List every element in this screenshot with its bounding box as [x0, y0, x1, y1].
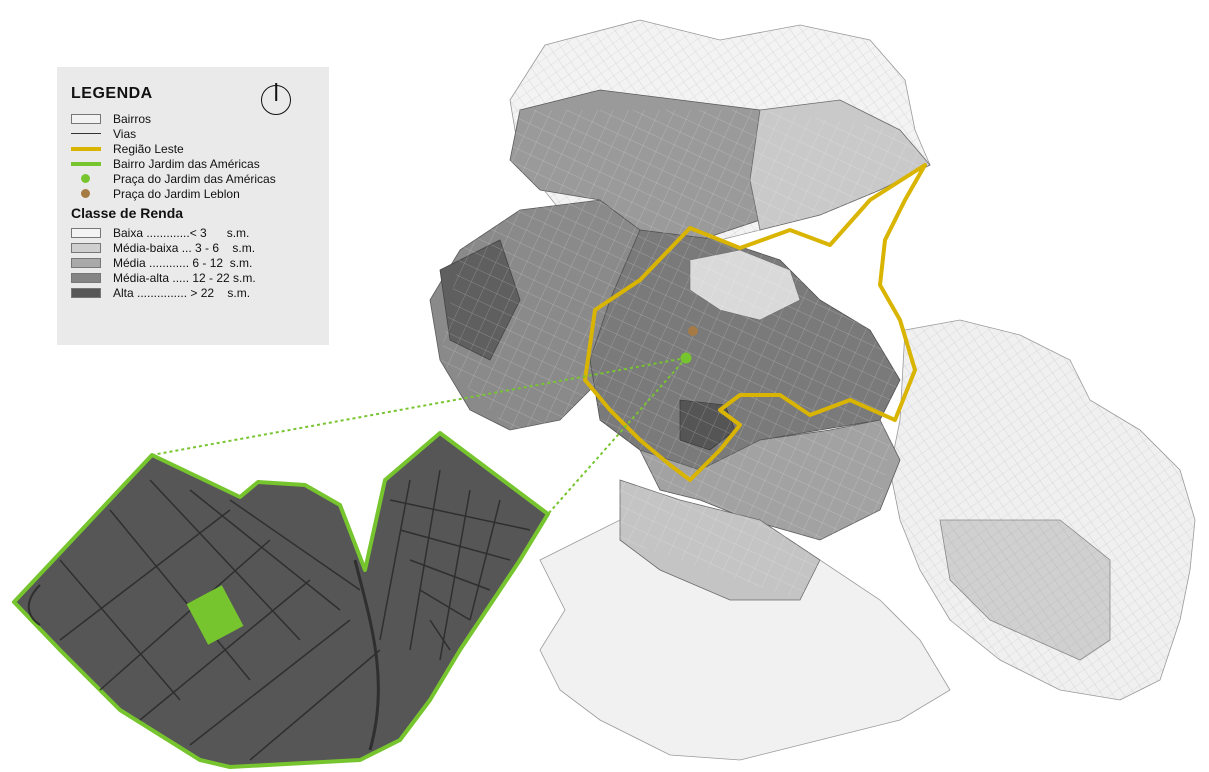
legend-label: Região Leste	[113, 141, 184, 156]
legend-swatch-media-alta	[71, 272, 101, 283]
legend-item-regiao-leste: Região Leste	[71, 141, 329, 156]
legend-label: Média-baixa ... 3 - 6 s.m.	[113, 240, 256, 255]
jardim-americas-inset-shape	[12, 431, 550, 769]
legend-swatch-media	[71, 257, 101, 268]
praca-jardim-leblon-marker	[688, 326, 698, 336]
legend-label: Bairros	[113, 111, 152, 126]
legend-label: Vias	[113, 126, 137, 141]
legend-label: Praça do Jardim das Américas	[113, 171, 276, 186]
legend-line-jardim-americas	[71, 161, 101, 166]
legend-label: Bairro Jardim das Américas	[113, 156, 260, 171]
legend-label: Praça do Jardim Leblon	[113, 186, 240, 201]
legend-label: Baixa .............< 3 s.m.	[113, 225, 250, 240]
legend-item-praca-jardim-leblon: Praça do Jardim Leblon	[71, 186, 329, 201]
zoom-connector-lower	[547, 357, 687, 515]
legend-swatch-baixa	[71, 227, 101, 238]
inset-street-grid	[27, 469, 531, 761]
legend-income-baixa: Baixa .............< 3 s.m.	[71, 225, 329, 240]
zoom-connector-upper	[151, 357, 687, 456]
north-arrow-icon	[261, 85, 291, 115]
legend-item-bairros: Bairros	[71, 111, 329, 126]
legend-label: Alta ............... > 22 s.m.	[113, 285, 251, 300]
legend-swatch-alta	[71, 287, 101, 298]
legend-swatch-bairros	[71, 113, 101, 124]
legend-dot-brown	[81, 189, 90, 198]
legend-swatch-media-baixa	[71, 242, 101, 253]
legend-income-alta: Alta ............... > 22 s.m.	[71, 285, 329, 300]
map-districts-center	[429, 89, 931, 601]
legend-title: LEGENDA	[71, 85, 153, 102]
legend-line-regiao-leste	[71, 146, 101, 151]
praca-jardim-americas-inset	[186, 585, 244, 645]
legend-item-vias: Vias	[71, 126, 329, 141]
legend-item-bairro-jardim-americas: Bairro Jardim das Américas	[71, 156, 329, 171]
regiao-leste-boundary	[583, 163, 927, 482]
legend-label: Média ............ 6 - 12 s.m.	[113, 255, 253, 270]
legend-line-vias	[71, 133, 101, 134]
jardim-americas-inset	[12, 431, 550, 769]
legend-item-praca-jardim-americas: Praça do Jardim das Américas	[71, 171, 329, 186]
legend-income-title: Classe de Renda	[71, 205, 184, 221]
legend-income-media-baixa: Média-baixa ... 3 - 6 s.m.	[71, 240, 329, 255]
street-texture-east	[890, 320, 1195, 700]
map-legend: LEGENDA Bairros Vias Região Leste Bairro…	[57, 67, 329, 345]
legend-label: Média-alta ..... 12 - 22 s.m.	[113, 270, 256, 285]
legend-dot-green	[81, 174, 90, 183]
legend-income-media: Média ............ 6 - 12 s.m.	[71, 255, 329, 270]
legend-income-media-alta: Média-alta ..... 12 - 22 s.m.	[71, 270, 329, 285]
